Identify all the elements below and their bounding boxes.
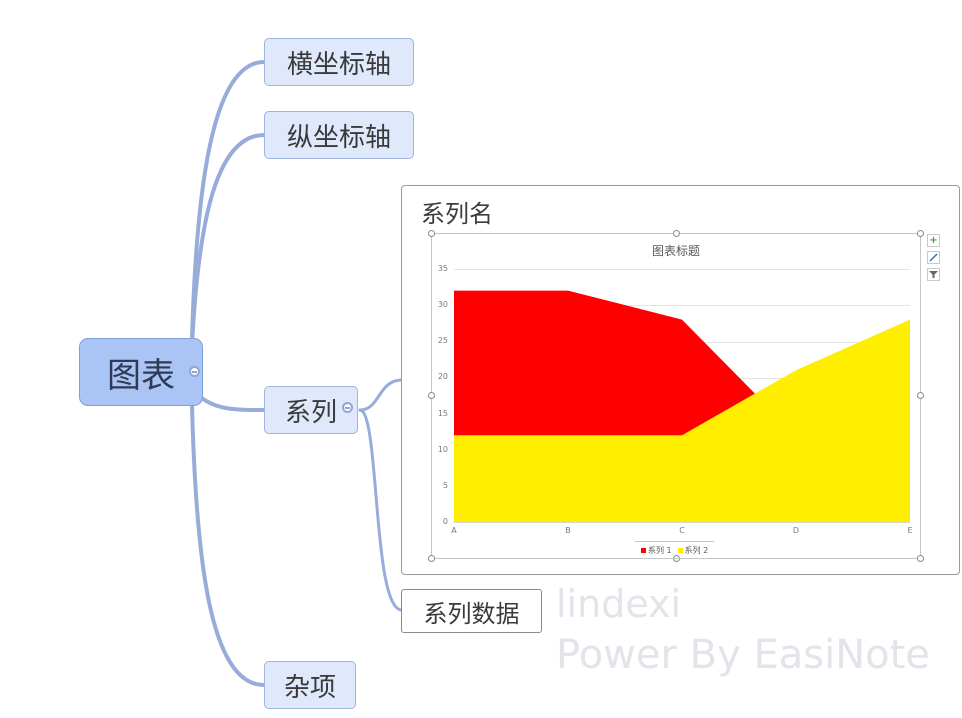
node-x-axis-label: 横坐标轴	[286, 49, 391, 80]
legend-item-series-1[interactable]: 系列 1	[641, 545, 672, 556]
x-tick: C	[679, 526, 685, 535]
root-node[interactable]: 图表	[79, 338, 203, 406]
node-misc-label: 杂项	[283, 672, 336, 703]
filter-icon	[929, 271, 938, 278]
chart-filters-button[interactable]	[927, 268, 940, 281]
watermark-author: lindexi	[556, 582, 682, 626]
chart-legend[interactable]: 系列 1 系列 2	[635, 541, 715, 559]
chart-title[interactable]: 图表标题	[651, 244, 700, 258]
node-series-label: 系列	[284, 397, 337, 428]
chart-plot	[454, 269, 910, 523]
series-2-area	[454, 319, 910, 522]
node-y-axis-label: 纵坐标轴	[286, 122, 391, 153]
y-tick: 10	[437, 445, 448, 454]
root-label: 图表	[107, 355, 175, 396]
y-tick: 0	[442, 517, 448, 526]
series-collapse-icon[interactable]	[342, 402, 353, 413]
x-tick: E	[907, 526, 913, 535]
node-y-axis[interactable]: 纵坐标轴	[264, 111, 414, 159]
series-name-title: 系列名	[421, 200, 493, 228]
chart-elements-button[interactable]: +	[927, 234, 940, 247]
y-tick: 25	[437, 336, 448, 345]
watermark-powered-by: Power By EasiNote	[556, 632, 930, 678]
x-tick: B	[565, 526, 571, 535]
embedded-chart[interactable]: 图表标题 0 5 10 15 20 25 30 35 A B	[428, 230, 924, 562]
resize-handle[interactable]	[917, 555, 924, 562]
link-misc	[190, 403, 266, 687]
node-series-name[interactable]: 系列名 图表标题 0 5 10 15 20 25 30 35	[401, 185, 960, 575]
node-misc[interactable]: 杂项	[264, 661, 356, 709]
link-series-name	[358, 378, 404, 412]
legend-label: 系列 1	[648, 545, 672, 555]
y-tick: 15	[437, 409, 448, 418]
link-x-axis	[190, 60, 266, 342]
plus-icon: +	[929, 235, 938, 246]
root-collapse-icon[interactable]	[189, 366, 200, 377]
link-y-axis	[190, 133, 266, 347]
legend-label: 系列 2	[684, 545, 709, 555]
chart-styles-button[interactable]	[927, 251, 940, 264]
y-tick: 30	[437, 300, 448, 309]
resize-handle[interactable]	[917, 392, 924, 399]
legend-item-series-2[interactable]: 系列 2	[677, 545, 709, 556]
resize-handle[interactable]	[673, 230, 680, 237]
link-series-data	[358, 408, 404, 612]
y-tick: 5	[442, 481, 448, 490]
legend-swatch-yellow-icon	[677, 547, 683, 553]
resize-handle[interactable]	[428, 392, 435, 399]
resize-handle[interactable]	[428, 230, 435, 237]
link-series	[196, 393, 266, 412]
y-tick: 20	[437, 372, 448, 381]
resize-handle[interactable]	[917, 230, 924, 237]
legend-swatch-red-icon	[641, 547, 646, 553]
x-tick: D	[792, 526, 800, 535]
node-series-data[interactable]: 系列数据	[401, 589, 542, 633]
resize-handle[interactable]	[428, 555, 435, 562]
x-tick: A	[451, 526, 457, 535]
brush-icon	[929, 253, 938, 262]
node-x-axis[interactable]: 横坐标轴	[264, 38, 414, 86]
y-tick: 35	[437, 264, 448, 273]
node-series-data-label: 系列数据	[423, 599, 520, 628]
